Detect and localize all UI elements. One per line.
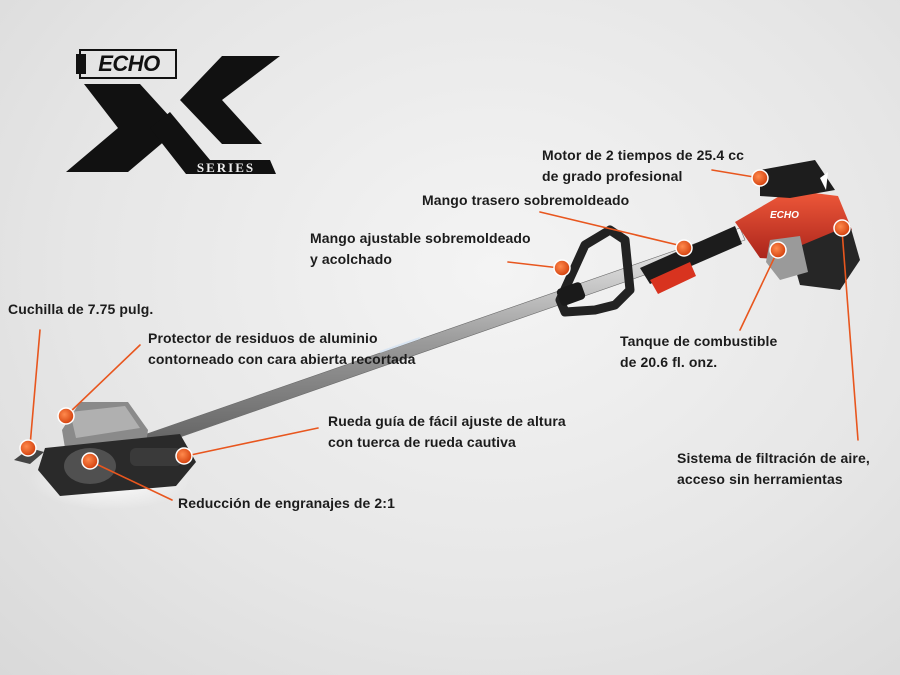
callout-gear-reduction: Reducción de engranajes de 2:1 <box>178 495 395 511</box>
callout-debris-shield: Protector de residuos de aluminio contor… <box>148 330 416 367</box>
callout-dots <box>19 169 851 470</box>
callout-guide-wheel: Rueda guía de fácil ajuste de altura con… <box>328 413 566 450</box>
callout-leader-lines <box>29 169 859 501</box>
callout-fuel-tank: Tanque de combustible de 20.6 fl. onz. <box>620 333 778 370</box>
logo-x-left <box>66 84 180 172</box>
logo-brand-text: ECHO <box>98 51 160 76</box>
callout-rear-handle: Mango trasero sobremoldeado <box>422 192 630 208</box>
loop-handle <box>555 225 635 317</box>
echo-x-series-logo <box>66 49 280 174</box>
svg-text:ECHO: ECHO <box>770 210 799 221</box>
callout-engine: Motor de 2 tiempos de 25.4 cc de grado p… <box>542 147 745 184</box>
logo-x-arm <box>150 112 276 174</box>
callout-dot-blade <box>19 439 37 457</box>
callout-dot-air-filter <box>833 219 851 237</box>
logo-x-right <box>180 56 280 144</box>
callout-blade: Cuchilla de 7.75 pulg. <box>8 301 154 317</box>
callout-dot-guide-wheel <box>175 447 193 465</box>
rear-handle-grip <box>640 226 742 294</box>
callout-dot-fuel-tank <box>769 241 787 259</box>
logo-series-text: SERIES <box>196 160 256 175</box>
callout-dot-rear-handle <box>675 239 693 257</box>
callout-air-filter: Sistema de filtración de aire, acceso si… <box>677 450 870 487</box>
callout-dot-gear-reduction <box>81 452 99 470</box>
callout-dot-debris-shield <box>57 407 75 425</box>
callout-dot-engine <box>751 169 769 187</box>
callout-front-handle: Mango ajustable sobremoldeado y acolchad… <box>310 230 531 267</box>
callout-dot-front-handle <box>553 259 571 277</box>
